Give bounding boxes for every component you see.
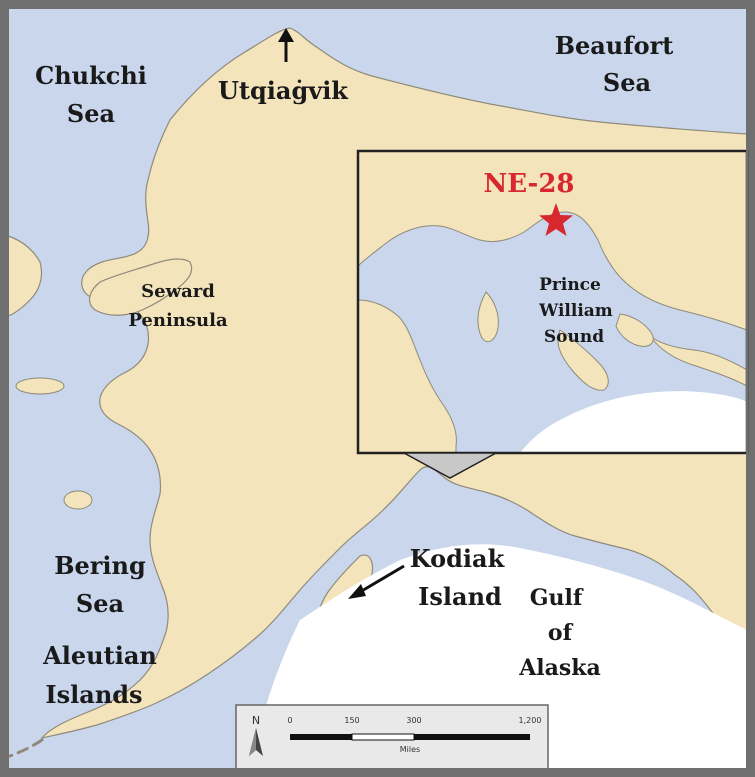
label-bering-sea-2: Sea <box>76 589 124 618</box>
scale-seg-1 <box>290 734 352 740</box>
label-seward-1: Seward <box>141 281 215 302</box>
label-kodiak-2: Island <box>418 582 502 611</box>
site-star-icon <box>539 203 573 236</box>
inset-pointer <box>403 452 497 479</box>
scale-seg-3 <box>414 734 530 740</box>
scale-north-arrow-icon <box>249 728 263 756</box>
st-lawrence-island <box>15 377 65 395</box>
label-pws-3: Sound <box>544 327 604 347</box>
label-aleutian-1: Aleutian <box>42 641 157 670</box>
inset-map <box>356 149 749 455</box>
chukotka <box>7 235 43 317</box>
label-aleutian-2: Islands <box>45 680 142 709</box>
label-bering-sea-1: Bering <box>54 551 146 580</box>
label-seward-2: Peninsula <box>128 310 228 331</box>
inset-ice <box>520 391 747 453</box>
label-gulf-1: Gulf <box>530 585 584 611</box>
scale-tick-3: 1,200 <box>519 716 542 725</box>
knight-island <box>477 291 499 343</box>
label-kodiak-1: Kodiak <box>410 544 506 573</box>
montague-island <box>557 329 609 391</box>
label-beaufort-sea-2: Sea <box>603 68 651 97</box>
map-border <box>7 7 748 770</box>
scale-bar: N 0 150 300 1,200 Miles <box>235 704 549 770</box>
label-pws-1: Prince <box>539 275 601 295</box>
inset-land-west <box>357 299 457 454</box>
label-gulf-2: of <box>548 620 574 646</box>
seward-peninsula <box>88 258 193 316</box>
label-chukchi-sea-1: Chukchi <box>35 61 147 90</box>
aleutian-chain <box>8 738 44 758</box>
label-utqiagvik: Utqiaġvik <box>218 76 349 105</box>
pointer-arrow-icon <box>348 564 405 599</box>
scale-unit: Miles <box>400 745 420 754</box>
scale-tick-1: 150 <box>344 716 359 725</box>
scale-north-label: N <box>252 714 260 727</box>
label-chukchi-sea-2: Sea <box>67 99 115 128</box>
scale-tick-0: 0 <box>287 716 292 725</box>
north-arrow-icon <box>278 28 294 62</box>
label-gulf-3: Alaska <box>518 655 601 681</box>
scale-tick-2: 300 <box>406 716 421 725</box>
label-site-ne28: NE-28 <box>483 169 574 199</box>
label-beaufort-sea-1: Beaufort <box>555 31 674 60</box>
hinchinbrook-island <box>615 313 654 347</box>
label-pws-2: William <box>538 301 613 321</box>
scale-seg-2 <box>351 733 415 741</box>
nunivak-island <box>63 490 93 510</box>
